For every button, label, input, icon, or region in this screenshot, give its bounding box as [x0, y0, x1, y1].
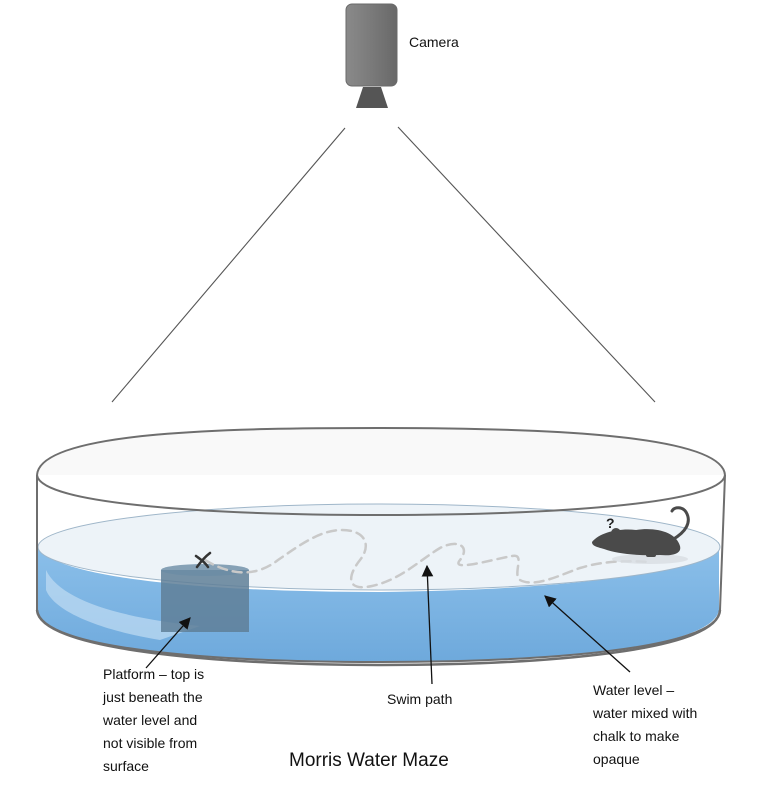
rat-icon	[592, 506, 690, 564]
pool-rim-front	[36, 474, 726, 517]
camera-label: Camera	[409, 31, 459, 54]
rat-question-mark: ?	[606, 515, 615, 531]
water-level-label-line: opaque	[593, 751, 640, 767]
camera-view-line-right	[397, 126, 656, 403]
platform	[161, 564, 249, 632]
diagram-title: Morris Water Maze	[289, 750, 449, 771]
platform-label-line: not visible from	[103, 735, 198, 751]
swim-path-label-text: Swim path	[387, 691, 453, 707]
platform-arrow	[145, 617, 191, 669]
x-mark-icon	[194, 551, 212, 569]
water-level-label: Water level – water mixed with chalk to …	[593, 679, 697, 771]
platform-label-line: just beneath the	[103, 689, 203, 705]
platform-label: Platform – top is just beneath the water…	[103, 663, 204, 778]
camera-view-line-left	[111, 127, 346, 403]
water-level-label-line: Water level –	[593, 682, 675, 698]
platform-label-line: Platform – top is	[103, 666, 205, 682]
swim-path	[203, 528, 652, 589]
camera-label-text: Camera	[409, 34, 459, 50]
pool-back-wall	[36, 426, 726, 476]
pool-base	[35, 609, 722, 667]
water-level-label-line: water mixed with	[593, 705, 698, 721]
platform-label-line: surface	[103, 758, 149, 774]
water-level-arrow	[544, 595, 631, 673]
swim-path-arrow	[421, 564, 434, 685]
swim-path-label: Swim path	[387, 688, 452, 711]
water-level-label-line: chalk to make	[593, 728, 680, 744]
camera-icon	[345, 3, 398, 108]
platform-label-line: water level and	[103, 712, 198, 728]
